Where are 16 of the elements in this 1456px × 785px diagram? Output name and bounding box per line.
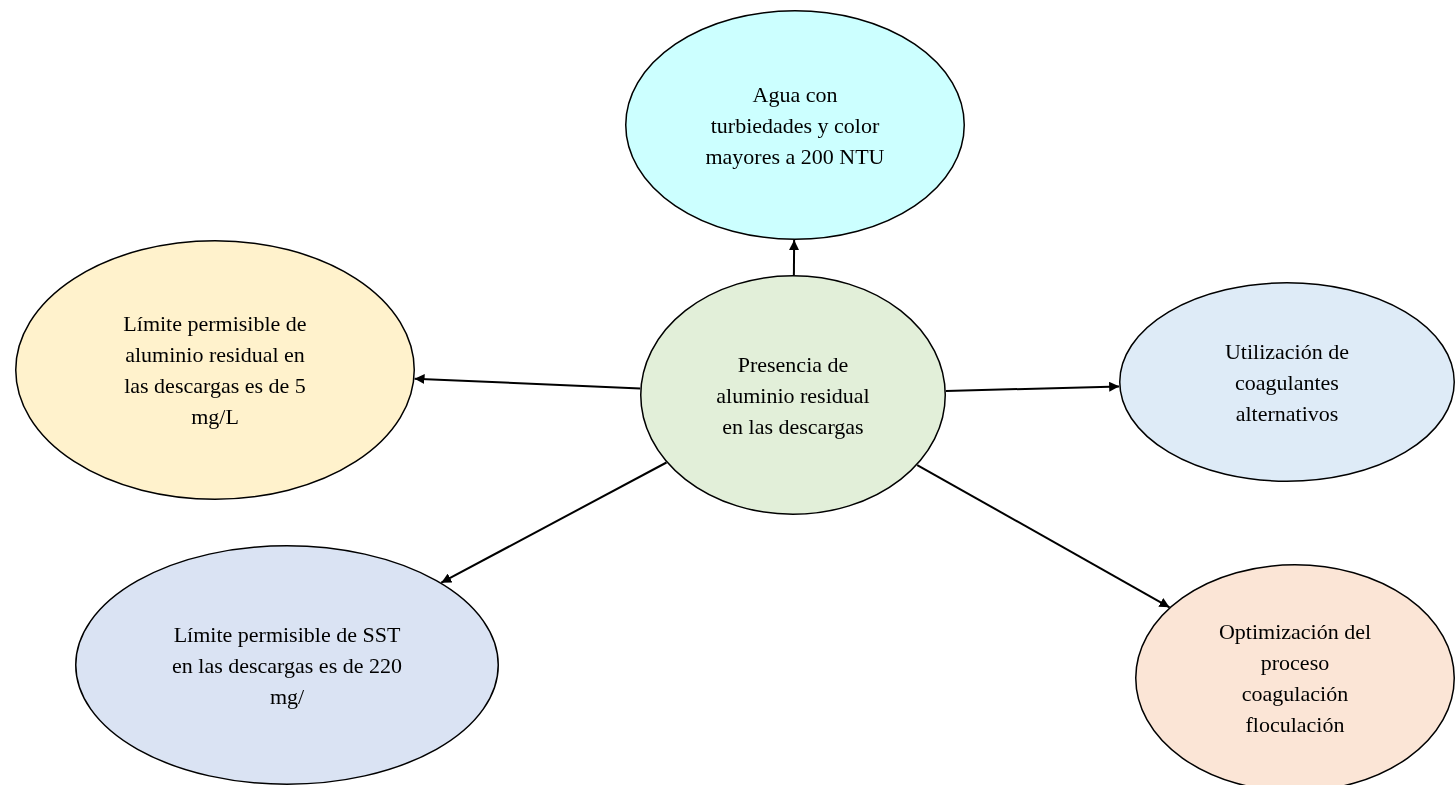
node-text: Límite permisible de aluminio residual en las descargas es de 5 mg/L <box>122 310 308 431</box>
ellipse-node <box>640 275 946 515</box>
ellipse-node <box>75 545 499 785</box>
node-text: Presencia de aluminio residual en las descargas <box>715 350 871 441</box>
ellipse-node <box>1119 282 1455 482</box>
arrow <box>789 239 800 276</box>
node-text: Límite permisible de SST en las descargas es de 220 mg/ <box>172 620 402 711</box>
arrow <box>413 374 642 390</box>
arrow <box>916 464 1171 609</box>
node-text: Agua con turbiedades y color mayores a 200 NTU <box>705 80 885 171</box>
node-text: Optimización del proceso coagulación floculación <box>1217 618 1373 739</box>
ellipse-node <box>15 240 415 500</box>
arrow <box>440 461 668 584</box>
ellipse-node <box>625 10 965 240</box>
arrow <box>944 381 1121 392</box>
node-text: Utilización de coagulantes alternativos <box>1224 337 1350 428</box>
